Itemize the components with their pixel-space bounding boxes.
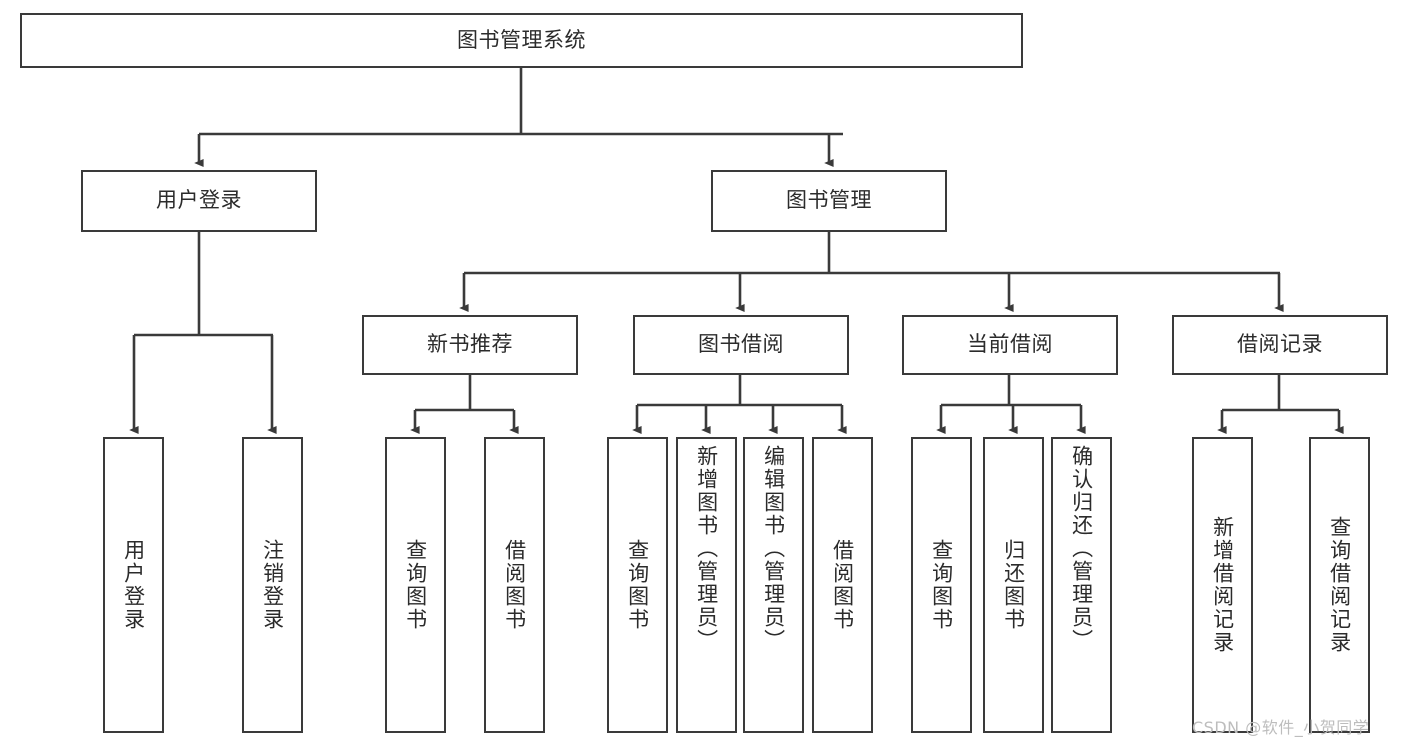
node-new-book-rec-label: 新书推荐 <box>427 332 513 357</box>
node-book-manage[interactable]: 图书管理 <box>711 170 947 232</box>
node-leaf-borrow-book-2-label: 借阅图书 <box>830 539 855 631</box>
node-current-borrow-label: 当前借阅 <box>967 332 1053 357</box>
node-leaf-user-login[interactable]: 用户登录 <box>103 437 164 733</box>
node-leaf-add-book[interactable]: 新增图书（管理员） <box>676 437 737 733</box>
node-leaf-query-book-3-label: 查询图书 <box>929 539 954 631</box>
node-leaf-query-book-2-label: 查询图书 <box>625 539 650 631</box>
node-root-label: 图书管理系统 <box>457 27 586 52</box>
node-new-book-rec[interactable]: 新书推荐 <box>362 315 578 375</box>
node-leaf-query-book-1-label: 查询图书 <box>403 539 428 631</box>
csdn-watermark: CSDN @软件_小贺同学 <box>1192 718 1370 737</box>
node-leaf-query-book-2[interactable]: 查询图书 <box>607 437 668 733</box>
node-user-login[interactable]: 用户登录 <box>81 170 317 232</box>
node-leaf-logout[interactable]: 注销登录 <box>242 437 303 733</box>
node-current-borrow[interactable]: 当前借阅 <box>902 315 1118 375</box>
node-leaf-query-record[interactable]: 查询借阅记录 <box>1309 437 1370 733</box>
node-root[interactable]: 图书管理系统 <box>20 13 1023 68</box>
node-leaf-query-book-3[interactable]: 查询图书 <box>911 437 972 733</box>
node-borrow-record[interactable]: 借阅记录 <box>1172 315 1388 375</box>
node-leaf-borrow-book-1-label: 借阅图书 <box>502 539 527 631</box>
node-leaf-user-login-label: 用户登录 <box>121 539 146 631</box>
node-leaf-confirm-return[interactable]: 确认归还（管理员） <box>1051 437 1112 733</box>
node-user-login-label: 用户登录 <box>156 188 242 213</box>
node-leaf-edit-book-label: 编辑图书（管理员） <box>761 445 786 652</box>
node-leaf-logout-label: 注销登录 <box>260 539 285 631</box>
node-book-borrow[interactable]: 图书借阅 <box>633 315 849 375</box>
node-leaf-return-book[interactable]: 归还图书 <box>983 437 1044 733</box>
node-leaf-confirm-return-label: 确认归还（管理员） <box>1069 445 1094 652</box>
node-leaf-borrow-book-2[interactable]: 借阅图书 <box>812 437 873 733</box>
node-book-manage-label: 图书管理 <box>786 188 872 213</box>
node-leaf-query-book-1[interactable]: 查询图书 <box>385 437 446 733</box>
node-leaf-add-record-label: 新增借阅记录 <box>1210 516 1235 654</box>
node-leaf-return-book-label: 归还图书 <box>1001 539 1026 631</box>
node-book-borrow-label: 图书借阅 <box>698 332 784 357</box>
node-leaf-edit-book[interactable]: 编辑图书（管理员） <box>743 437 804 733</box>
node-borrow-record-label: 借阅记录 <box>1237 332 1323 357</box>
node-leaf-add-book-label: 新增图书（管理员） <box>694 445 719 652</box>
node-leaf-borrow-book-1[interactable]: 借阅图书 <box>484 437 545 733</box>
node-leaf-add-record[interactable]: 新增借阅记录 <box>1192 437 1253 733</box>
node-leaf-query-record-label: 查询借阅记录 <box>1327 516 1352 654</box>
